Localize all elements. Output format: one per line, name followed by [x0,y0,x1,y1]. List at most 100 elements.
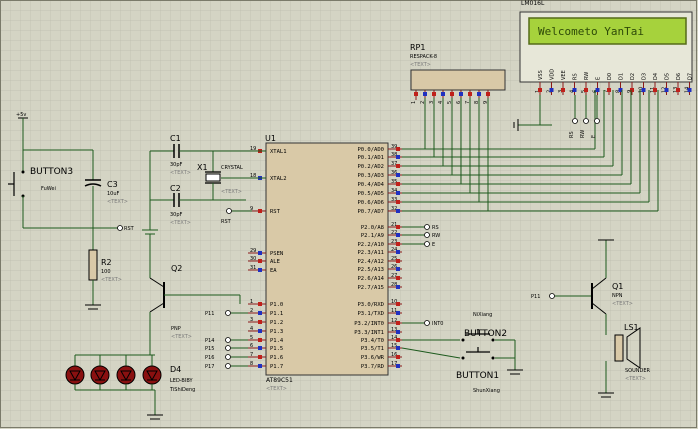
led-array-d4[interactable]: D4 LED-BIBY TiShiDeng [65,355,195,393]
rp1-pin-9-number: 9 [483,101,489,104]
lcd-rw-terminal [583,118,589,124]
r2-ref: R2 [101,258,112,267]
u1-pin-26-number: 26 [391,264,397,270]
ls1-text-placeholder: <TEXT> [625,376,646,382]
rp1-text-placeholder: <TEXT> [410,62,431,68]
u1-pin-3-name: P1.2 [270,320,283,326]
u1-pin-35-number: 35 [391,179,397,185]
rp1-pin-6-number: 6 [456,101,462,104]
c3-value: 10uF [107,191,120,197]
u1-pin-34-marker [396,191,400,195]
u1-pin-16-number: 16 [391,352,397,358]
rp1-pin-2-number: 2 [420,101,426,104]
u1-pin-38-name: P0.1/AD1 [358,155,385,161]
lcd-pin-D7-label: D7 [688,73,694,80]
rp1-value: RESPACK-8 [410,54,437,60]
u1-pin-21-marker [396,225,400,229]
u1-pin-22-name: P2.1/A9 [361,233,384,239]
u1-pin-12-name: P3.2/INT0 [354,321,384,327]
lcd-pin-D2-label: D2 [630,73,636,80]
p2-rs-terminal [424,224,430,230]
u1-pin-18-number: 18 [250,173,256,179]
u1-pin-23-number: 23 [391,239,397,245]
u1-pin-33-name: P0.6/AD6 [358,200,385,206]
lcd-pin-D2-marker [630,88,634,92]
u1-pin-27-number: 27 [391,273,397,279]
supply-label: +5v [16,112,28,119]
u1-pin-3-marker [258,320,262,324]
u1-pin-29-number: 29 [250,248,256,254]
u1-pin-30-name: ALE [270,259,280,265]
capacitor-c1[interactable]: C1 30pF <TEXT> [150,134,266,176]
u1-pin-17-marker [396,364,400,368]
button1-note: ShunXiang [473,388,500,394]
u1-pin-6-number: 6 [250,343,253,349]
crystal-x1[interactable]: X1 CRYSTAL <TEXT> [197,151,266,200]
u1-pin-1-number: 1 [250,299,253,305]
p1-p11-net-label: P11 [205,311,214,317]
u1-pin-8-marker [258,364,262,368]
u1-pin-19-name: XTAL1 [270,149,287,155]
u1-pin-36-number: 36 [391,170,397,176]
sounder-ls1[interactable]: LS1 SOUNDER <TEXT> [598,323,651,398]
d4-value: LED-BIBY [170,378,193,384]
lcd-pin-D3-marker [641,88,646,92]
transistor-q2[interactable]: Q2 PNP <TEXT> [149,234,241,355]
svg-text:RST: RST [124,226,135,232]
u1-pin-38-number: 38 [391,152,397,158]
lcd-pin-D6-label: D6 [676,73,682,80]
lcd-rw-net-label: RW [580,130,586,138]
lcd-pin-D1-label: D1 [619,73,625,80]
lcd-pin-D4-label: D4 [653,73,659,80]
u1-pin-15-name: P3.5/T1 [361,346,384,352]
u1-pin-36-name: P0.3/AD3 [358,173,385,179]
d4-note: TiShiDeng [169,387,195,393]
p1-p14-terminal [225,337,231,343]
svg-text:INT0: INT0 [432,321,443,327]
rp1-pin-7-marker [468,92,472,96]
u1-pin-29-name: PSEN [270,251,283,257]
rp1-pin-9-marker [486,92,490,96]
u1-pin-25-marker [396,259,400,263]
u1-pin-7-number: 7 [250,352,253,358]
u1-pin-6-name: P1.5 [270,346,283,352]
lcd-pin-D5-label: D5 [665,73,671,80]
lcd-pin-D7-marker [687,88,692,92]
button1[interactable]: BUTTON1 ShunXiang [401,347,515,394]
resistor-r2[interactable]: R2 100 <TEXT> [85,228,122,310]
lcd-module[interactable]: Welcometo YanTai LM016L VSS1VDD2VEE3RS4R… [519,0,694,95]
lcd-ref-label: LM016L [521,0,545,7]
u1-pin-7-marker [258,355,262,359]
u1-pin-4-number: 4 [250,326,253,332]
u1-pin-5-number: 5 [250,335,253,341]
p1-p14-net-label: P14 [205,338,214,344]
u1-pin-39-marker [396,147,400,151]
rst-net-label-left: RST [117,225,135,232]
lcd-pin-VSS-marker [538,88,542,92]
lcd-pin-D5-marker [664,88,669,92]
u1-pin-28-marker [396,285,400,289]
u1-pin-24-name: P2.3/A11 [358,250,385,256]
u1-pin-21-number: 21 [391,222,397,228]
capacitor-c3[interactable]: C3 10uF <TEXT> [84,179,128,228]
u1-pin-15-number: 15 [391,343,397,349]
p1-p15-terminal [225,345,231,351]
u1-pin-10-name: P3.0/RXD [358,302,385,308]
u1-pin-2-name: P1.1 [270,311,283,317]
u1-pin-2-marker [258,311,262,315]
lcd-pin-VSS-label: VSS [538,70,544,80]
u1-pin-23-name: P2.2/A10 [358,242,385,248]
button2-ref: BUTTON2 [464,329,507,339]
u1-pin-34-name: P0.5/AD5 [358,191,385,197]
c3-ref: C3 [107,180,118,189]
u1-pin-5-name: P1.4 [270,338,284,344]
c1-ref: C1 [170,134,181,143]
u1-pin-17-name: P3.7/RD [361,364,384,370]
u1-pin-11-number: 11 [391,308,397,314]
button3[interactable]: BUTTON3 FuWei [8,150,73,228]
button2[interactable]: BUTTON2 NiXiang [402,312,515,342]
transistor-q1[interactable]: P11 Q1 NPN <TEXT> [531,239,633,335]
